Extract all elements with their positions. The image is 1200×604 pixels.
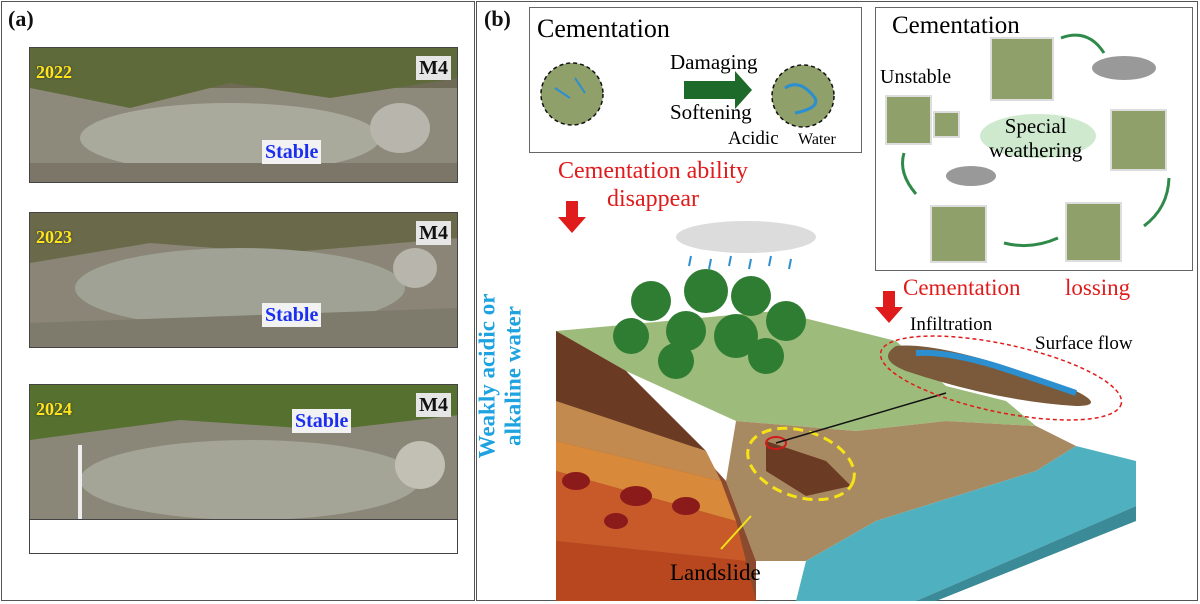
landslide-illustration [556,201,1136,601]
damaging-label: Damaging [670,50,758,74]
cementation-title: Cementation [537,14,670,43]
year-label: 2023 [36,227,72,247]
softening-label: Softening [670,100,752,124]
weakly-acidic-label: Weakly acidic or alkaline water [474,293,526,459]
surface-flow-label: Surface flow [1035,333,1133,354]
cementation-lossing-word1: Cementation [903,275,1021,300]
status-label: Stable [262,303,322,327]
rock-outcrop-image [30,213,457,347]
site-tag: M4 [416,56,451,80]
unstable-label: Unstable [880,66,952,88]
acidic-label: Acidic [728,128,779,149]
special-weathering-label: Special weathering [989,114,1083,162]
weathering-cycle-box: Cementation Unstable Special weathering [875,7,1193,271]
weathering-cycle-diagram [885,33,1171,263]
cementation-diagram [540,62,835,128]
photo-2024: 2024 M4 Stable [29,384,458,520]
photo-2022: 2022 M4 Stable [29,47,458,183]
cycle-title: Cementation [892,12,1020,39]
water-label: Water [798,131,836,148]
cementation-disappear-label: Cementation ability disappear [558,158,748,212]
landslide-label: Landslide [670,560,761,585]
site-tag: M4 [416,393,451,417]
cementation-lossing-word2: lossing [1065,275,1131,300]
status-label: Stable [292,409,352,433]
photo-2023: 2023 M4 Stable [29,212,458,348]
year-label: 2024 [36,399,72,419]
panel-b-label: (b) [484,6,511,31]
panel-a-label: (a) [8,6,34,31]
status-label: Stable [262,140,322,164]
year-label: 2022 [36,62,72,82]
rock-outcrop-image [30,48,457,182]
rock-outcrop-image [30,385,457,519]
cementation-box: Cementation Damaging Softening Acidic Wa… [529,7,862,153]
infiltration-label: Infiltration [910,314,993,335]
site-tag: M4 [416,221,451,245]
